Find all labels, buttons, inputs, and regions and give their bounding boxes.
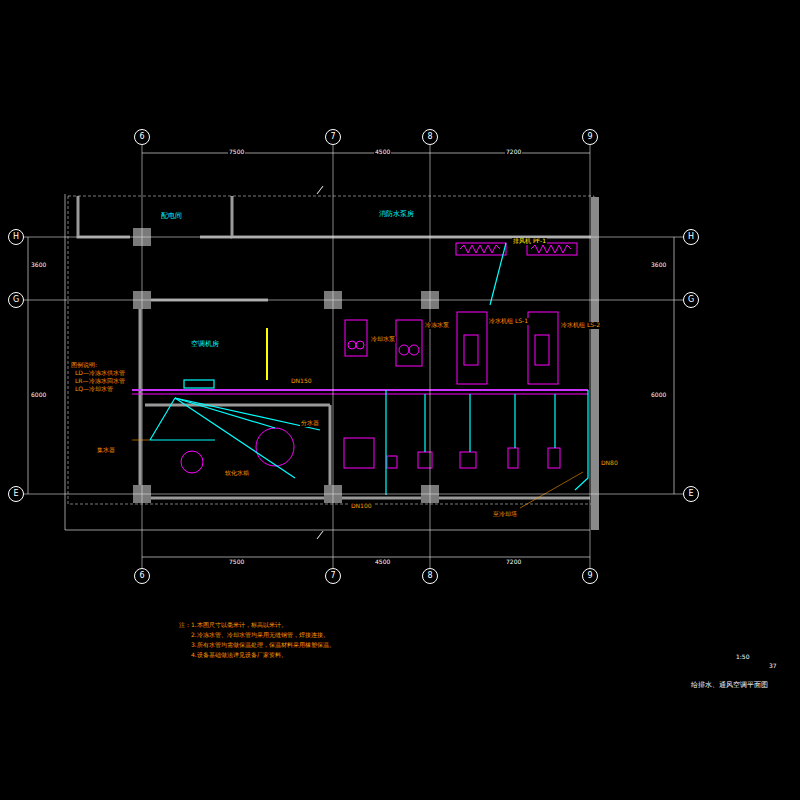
grid-bubble: 9 [582, 568, 598, 584]
grid-bubble: E [683, 486, 699, 502]
room-name: 消防水泵房 [378, 210, 415, 218]
equipment-callout: 冷冻水泵 [424, 322, 450, 329]
note: 4.设备基础做法详见设备厂家资料。 [190, 652, 288, 659]
grid-number: H [688, 233, 694, 241]
dimension: 3600 [30, 262, 47, 269]
grid-bubble: 6 [134, 129, 150, 145]
pipe-annotation: 至冷却塔 [492, 511, 518, 518]
note: 注：1.本图尺寸以毫米计，标高以米计。 [178, 622, 288, 629]
pipe-size: DN100 [350, 503, 373, 510]
grid-bubble: 9 [582, 129, 598, 145]
equipment-callout: 集水器 [96, 447, 116, 454]
sheet-number: 37 [768, 663, 778, 670]
grid-number: 9 [587, 572, 592, 580]
grid-number: 6 [139, 133, 144, 141]
equipment-callout: 软化水箱 [224, 470, 250, 477]
axis-line [24, 300, 683, 301]
grid-bubble: E [8, 486, 24, 502]
grid-number: G [688, 296, 694, 304]
grid-number: 6 [139, 572, 144, 580]
equipment-callout: 冷水机组 LS-2 [560, 322, 601, 329]
axis-line [24, 494, 683, 495]
grid-number: E [688, 490, 693, 498]
grid-bubble: G [683, 292, 699, 308]
room-name: 配电间 [160, 212, 183, 220]
axis-line [430, 145, 431, 568]
equipment-callout: 冷却水泵 [370, 336, 396, 343]
dimension: 7200 [505, 149, 522, 156]
axis-line [24, 237, 683, 238]
grid-number: H [13, 233, 19, 241]
grid-bubble: 7 [325, 129, 341, 145]
dimension: 7200 [505, 559, 522, 566]
legend-line: LQ—冷却水管 [74, 386, 114, 393]
dimension: 7500 [228, 149, 245, 156]
dimension: 4500 [374, 149, 391, 156]
grid-bubble: 8 [422, 129, 438, 145]
grid-number: 7 [330, 133, 335, 141]
grid-bubble: G [8, 292, 24, 308]
drawing-title: 给排水、通风空调平面图 [690, 681, 769, 689]
grid-number: 8 [427, 133, 432, 141]
note: 3.所有水管均需做保温处理，保温材料采用橡塑保温。 [190, 642, 336, 649]
pipe-size: DN150 [290, 378, 313, 385]
dimension: 3600 [650, 262, 667, 269]
grid-bubble: 8 [422, 568, 438, 584]
grid-number: 9 [587, 133, 592, 141]
dimension: 6000 [30, 392, 47, 399]
pipe-size: DN80 [600, 460, 619, 467]
axis-line [590, 145, 591, 568]
equipment-callout: 分水器 [300, 420, 320, 427]
note: 2.冷冻水管、冷却水管均采用无缝钢管，焊接连接。 [190, 632, 330, 639]
dimension: 4500 [374, 559, 391, 566]
room-name: 空调机房 [190, 340, 220, 348]
equipment-callout: 冷水机组 LS-1 [488, 318, 529, 325]
legend-line: LR—冷冻水回水管 [74, 378, 126, 385]
axis-line [333, 145, 334, 568]
dimension: 7500 [228, 559, 245, 566]
grid-number: E [13, 490, 18, 498]
grid-number: G [13, 296, 19, 304]
grid-number: 7 [330, 572, 335, 580]
grid-bubble: H [8, 229, 24, 245]
grid-number: 8 [427, 572, 432, 580]
grid-bubble: H [683, 229, 699, 245]
scale: 1:50 [735, 654, 750, 661]
axis-line [142, 145, 143, 568]
legend-line: LD—冷冻水供水管 [74, 370, 126, 377]
equipment-callout: 排风机 PF-1 [512, 238, 547, 245]
legend-heading: 图例说明: [70, 362, 98, 369]
dimension: 6000 [650, 392, 667, 399]
grid-bubble: 7 [325, 568, 341, 584]
grid-bubble: 6 [134, 568, 150, 584]
